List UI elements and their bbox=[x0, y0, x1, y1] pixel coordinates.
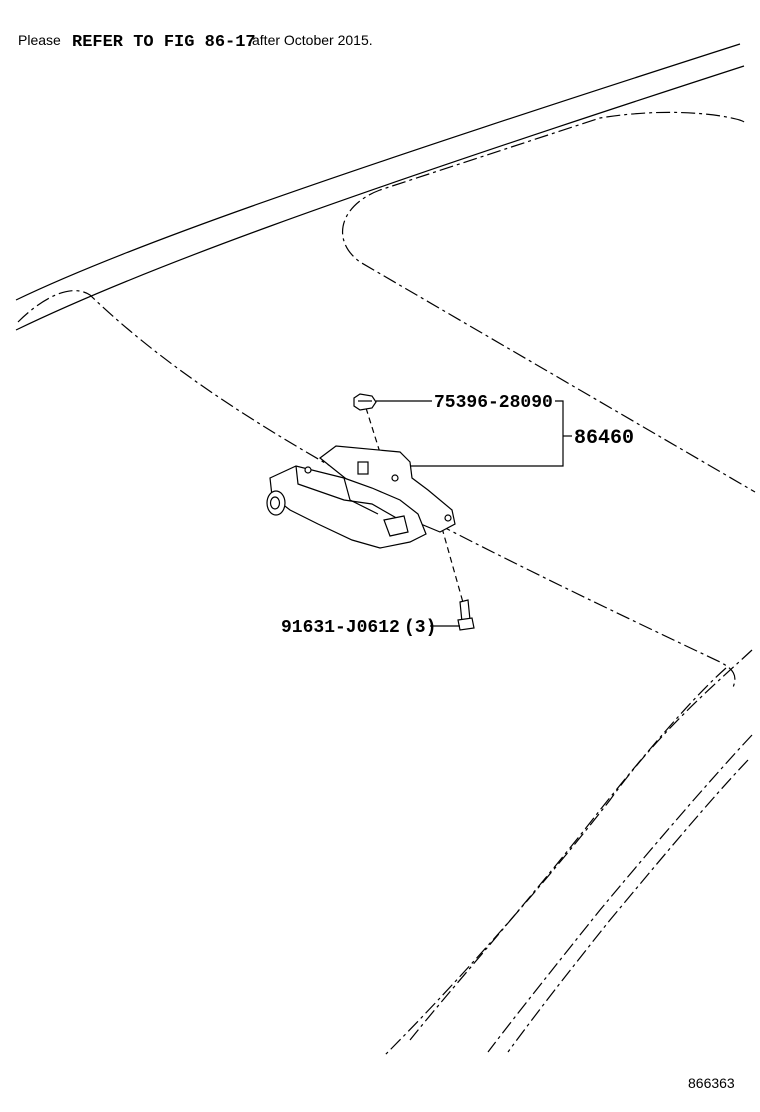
housing-ridge bbox=[295, 465, 401, 521]
lens-glass bbox=[269, 496, 281, 510]
callout-clip-part-number[interactable]: 75396-28090 bbox=[434, 393, 553, 413]
bolt-91631-J0612[interactable] bbox=[457, 599, 475, 631]
mount-hole-rear bbox=[444, 514, 452, 522]
clip-head bbox=[353, 393, 377, 411]
camera-sensor-assembly-86460[interactable] bbox=[266, 445, 456, 549]
mount-hole-left bbox=[304, 466, 312, 474]
mount-hole-right bbox=[391, 474, 399, 482]
a-pillar-inner bbox=[409, 667, 727, 1041]
leader-assembly-bracket bbox=[410, 400, 564, 467]
bolt-head bbox=[457, 617, 475, 631]
figure-code: 866363 bbox=[688, 1075, 735, 1091]
callout-assembly-part-number[interactable]: 86460 bbox=[574, 427, 634, 450]
roof-edge-upper bbox=[15, 43, 741, 301]
housing-step bbox=[343, 477, 379, 515]
connector-socket bbox=[383, 515, 409, 537]
roof-edge-lower bbox=[15, 65, 745, 331]
note-suffix: after October 2015. bbox=[252, 32, 373, 48]
clip-75396-28090[interactable] bbox=[353, 393, 377, 411]
callout-bolt-quantity: (3) bbox=[404, 618, 436, 638]
door-frame-inner bbox=[507, 759, 749, 1053]
door-frame-outer bbox=[487, 734, 753, 1053]
glass-opening-outline bbox=[342, 111, 756, 493]
note-reference-link[interactable]: REFER TO FIG 86-17 bbox=[72, 33, 256, 52]
a-pillar-outer bbox=[384, 649, 753, 1056]
note-prefix: Please bbox=[18, 32, 61, 48]
callout-bolt-part-number[interactable]: 91631-J0612 bbox=[281, 618, 400, 638]
clip-boss bbox=[357, 461, 369, 475]
bolt-mount-axis bbox=[441, 527, 465, 607]
